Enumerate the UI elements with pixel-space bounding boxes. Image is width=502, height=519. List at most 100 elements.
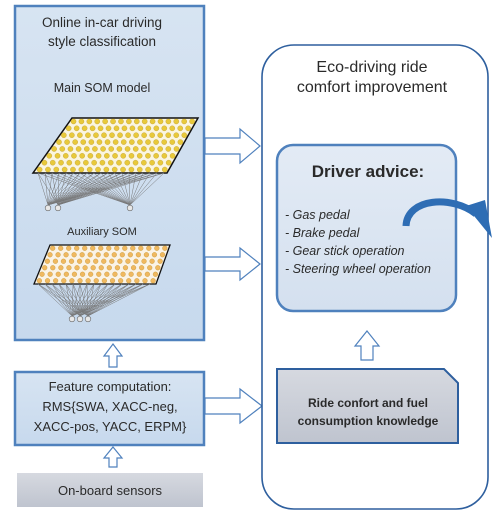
som-node xyxy=(118,278,124,284)
som-node xyxy=(108,146,114,152)
som-node xyxy=(60,258,67,264)
som-node xyxy=(78,118,85,125)
som-node xyxy=(124,159,131,166)
som-node xyxy=(53,278,59,284)
som-input-node xyxy=(44,204,52,212)
som-connection xyxy=(57,172,144,206)
som-node xyxy=(133,132,139,138)
som-connection xyxy=(71,283,74,317)
som-connection xyxy=(51,283,81,317)
som-node xyxy=(39,271,45,277)
som-node xyxy=(51,146,57,152)
eco-title-line2: comfort improvement xyxy=(297,79,448,96)
som-node xyxy=(62,153,69,159)
som-node xyxy=(141,146,147,152)
som-node xyxy=(113,125,120,132)
som-node xyxy=(71,252,77,258)
som-node xyxy=(143,252,149,258)
som-node xyxy=(94,118,100,125)
som-node xyxy=(125,258,131,264)
som-connection xyxy=(37,283,73,317)
som-node xyxy=(103,252,109,258)
som-node xyxy=(73,125,80,132)
som-node xyxy=(91,159,97,166)
som-node xyxy=(169,153,176,159)
som-node xyxy=(36,166,43,173)
som-node xyxy=(149,159,155,166)
som-connection xyxy=(51,283,73,317)
som-node xyxy=(120,271,126,277)
som-node xyxy=(95,166,101,173)
som-connection xyxy=(87,283,95,317)
som-node xyxy=(47,271,53,277)
som-node xyxy=(77,258,83,264)
som-node xyxy=(131,265,137,271)
som-node xyxy=(61,132,67,138)
feature-line2: RMS{SWA, XACC-neg, xyxy=(42,399,177,414)
som-node xyxy=(181,132,188,138)
som-connection xyxy=(58,283,73,317)
som-node xyxy=(151,252,158,258)
feature-computation-box xyxy=(13,370,206,447)
som-connection xyxy=(65,172,131,206)
som-connection xyxy=(57,172,165,206)
som-node xyxy=(149,258,155,264)
eco-title-line1: Eco-driving ride xyxy=(316,59,427,76)
som-node xyxy=(86,118,93,125)
som-node xyxy=(41,159,48,166)
som-connection xyxy=(58,172,131,206)
som-connection xyxy=(58,283,89,317)
som-connection xyxy=(47,172,53,206)
som-node xyxy=(155,265,161,271)
som-node xyxy=(161,125,168,132)
som-node xyxy=(153,166,160,173)
main-som-grid xyxy=(31,117,200,212)
som-node xyxy=(69,278,75,284)
som-node xyxy=(120,153,127,159)
som-node xyxy=(157,258,163,264)
som-node xyxy=(67,146,74,152)
right-arrow-features xyxy=(204,387,263,425)
som-node xyxy=(88,139,95,145)
som-node xyxy=(154,245,160,251)
som-connection xyxy=(44,172,59,206)
som-node xyxy=(136,153,143,159)
som-node xyxy=(122,265,129,271)
som-node xyxy=(145,139,151,145)
som-node xyxy=(85,278,91,284)
som-node xyxy=(36,278,42,284)
som-node xyxy=(95,153,102,159)
som-node xyxy=(68,258,75,264)
som-node xyxy=(109,258,115,264)
som-node xyxy=(84,146,90,152)
som-node xyxy=(128,153,135,159)
som-node xyxy=(161,153,168,159)
driver-advice-title: Driver advice: xyxy=(312,162,424,181)
advice-item: - Steering wheel operation xyxy=(285,262,431,276)
som-connection xyxy=(57,172,151,206)
som-node xyxy=(55,252,61,258)
som-node xyxy=(127,252,133,258)
som-connection xyxy=(57,172,137,206)
som-node xyxy=(165,132,171,138)
som-node xyxy=(87,153,94,159)
som-connection xyxy=(71,283,130,317)
som-node xyxy=(122,245,128,251)
som-node xyxy=(66,245,72,251)
som-node xyxy=(162,166,168,173)
som-node xyxy=(136,271,142,277)
som-node xyxy=(58,159,64,166)
som-node xyxy=(111,252,117,258)
aux-som-grid xyxy=(33,244,171,323)
som-node xyxy=(42,265,48,271)
som-node xyxy=(71,153,77,159)
driver-advice-box xyxy=(275,143,458,313)
som-node xyxy=(88,271,94,277)
som-connection xyxy=(71,283,109,317)
som-node xyxy=(104,271,110,277)
som-node xyxy=(141,118,148,125)
som-node xyxy=(46,153,53,159)
som-node xyxy=(85,132,91,138)
som-connection xyxy=(44,172,131,206)
som-connection xyxy=(129,172,165,206)
